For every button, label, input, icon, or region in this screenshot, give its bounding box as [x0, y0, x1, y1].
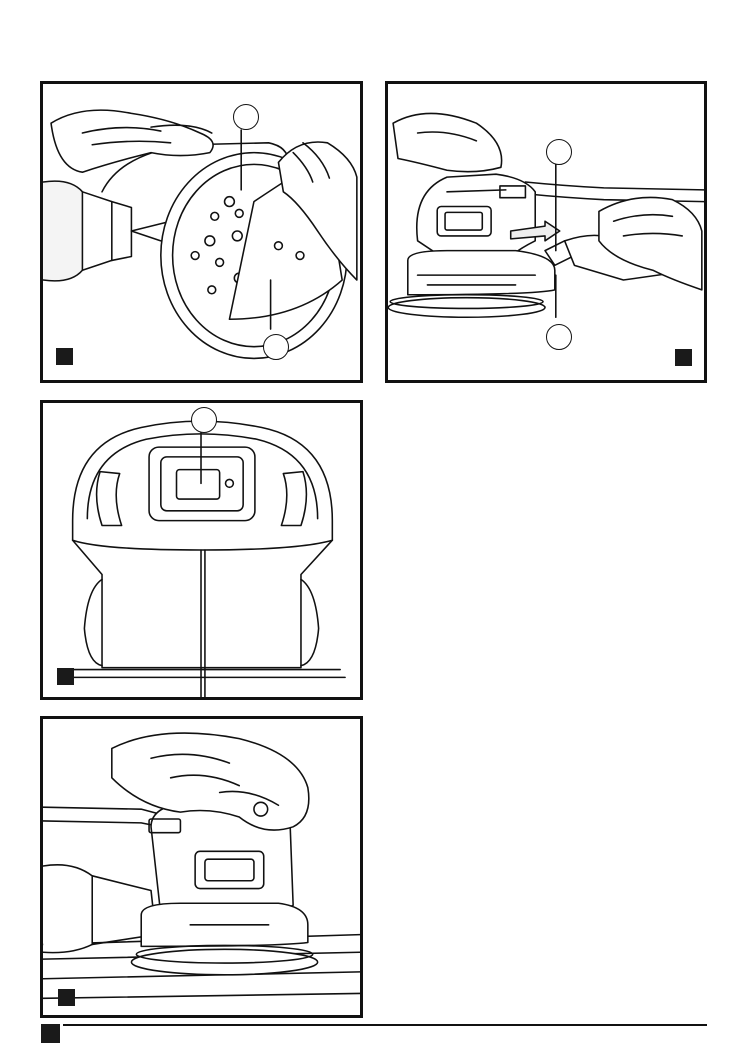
callout-1 [546, 139, 572, 165]
callout-1 [191, 407, 217, 433]
sanding-disc-illustration [43, 84, 360, 380]
footer-rule [63, 1024, 707, 1026]
figure-panel-c [40, 400, 363, 700]
sanding-operation-illustration [43, 719, 360, 1015]
figure-marker-a [56, 348, 73, 365]
callout-2 [546, 324, 572, 350]
figure-marker-b [675, 349, 692, 366]
page-marker [41, 1024, 60, 1043]
callout-2 [263, 334, 289, 360]
power-switch-illustration [43, 403, 360, 697]
figure-panel-a [40, 81, 363, 383]
figure-panel-d [40, 716, 363, 1018]
figure-marker-d [58, 989, 75, 1006]
figure-panel-b [385, 81, 707, 383]
callout-1 [233, 104, 259, 130]
figure-marker-c [57, 668, 74, 685]
